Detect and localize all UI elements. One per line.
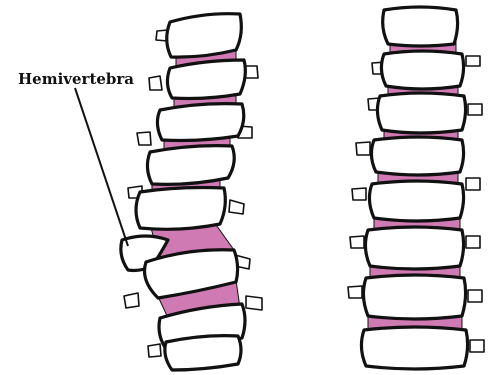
hemivertebra-label: Hemivertebra: [18, 70, 134, 88]
spinous-process: [348, 286, 362, 298]
hemivertebra-leader-line: [75, 88, 128, 246]
vertebra: [371, 137, 463, 175]
left-spine-vertebrae: [121, 14, 245, 370]
vertebra: [381, 51, 463, 89]
spinous-process: [470, 340, 484, 352]
spinous-process: [466, 56, 480, 66]
normal-spine: [348, 7, 484, 369]
vertebra: [383, 7, 458, 46]
vertebra: [136, 188, 225, 230]
spinous-process: [137, 132, 151, 145]
vertebra: [377, 93, 465, 133]
vertebra: [165, 336, 241, 370]
spinous-process: [356, 142, 370, 155]
spinous-process: [352, 188, 366, 200]
spinous-process: [149, 76, 162, 90]
right-spine-vertebrae: [361, 7, 467, 369]
spinous-process: [124, 293, 139, 308]
spinous-process: [246, 296, 262, 310]
vertebra: [363, 275, 465, 319]
vertebra: [365, 227, 463, 269]
spinous-process: [350, 236, 364, 248]
vertebra: [147, 146, 234, 185]
spinous-process: [468, 290, 482, 302]
vertebra: [167, 14, 242, 57]
spinous-process: [468, 104, 482, 115]
spinous-process: [466, 178, 480, 190]
vertebra: [369, 181, 463, 221]
spinous-process: [148, 344, 161, 357]
vertebra: [361, 327, 467, 369]
spinous-process: [466, 236, 480, 248]
vertebra: [157, 104, 243, 141]
spine-with-hemivertebra: Hemivertebra: [18, 14, 262, 370]
vertebra: [167, 60, 245, 99]
spinous-process: [229, 200, 244, 214]
